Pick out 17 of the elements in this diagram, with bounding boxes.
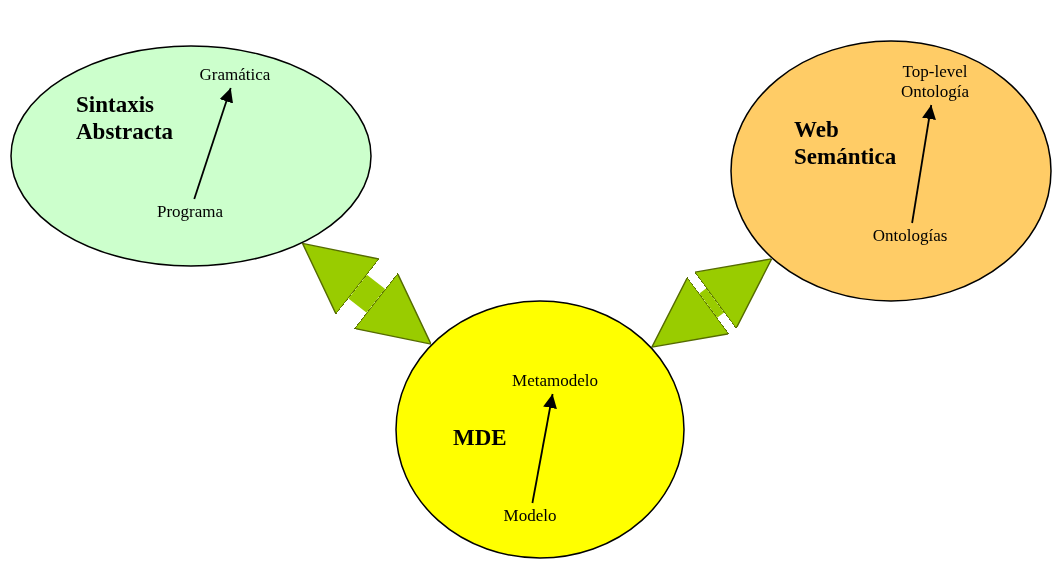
concept-label: Top-level Ontología	[870, 62, 1000, 102]
concept-label: Metamodelo	[495, 371, 615, 391]
concept-label: Ontologías	[845, 226, 975, 246]
ellipse-heading: Web Semántica	[794, 116, 898, 170]
block-arrow	[651, 258, 773, 348]
ellipse-node	[395, 300, 685, 559]
ellipse-node	[730, 40, 1052, 302]
arrow	[531, 393, 557, 504]
concept-label: Programa	[135, 202, 245, 222]
concept-label: Gramática	[180, 65, 290, 85]
arrow	[911, 104, 936, 224]
ellipse-heading: Sintaxis Abstracta	[76, 91, 175, 145]
arrow	[193, 87, 233, 200]
ellipse-node	[10, 45, 372, 267]
block-arrow	[301, 242, 432, 345]
concept-label: Modelo	[475, 506, 585, 526]
ellipse-heading: MDE	[453, 424, 508, 451]
